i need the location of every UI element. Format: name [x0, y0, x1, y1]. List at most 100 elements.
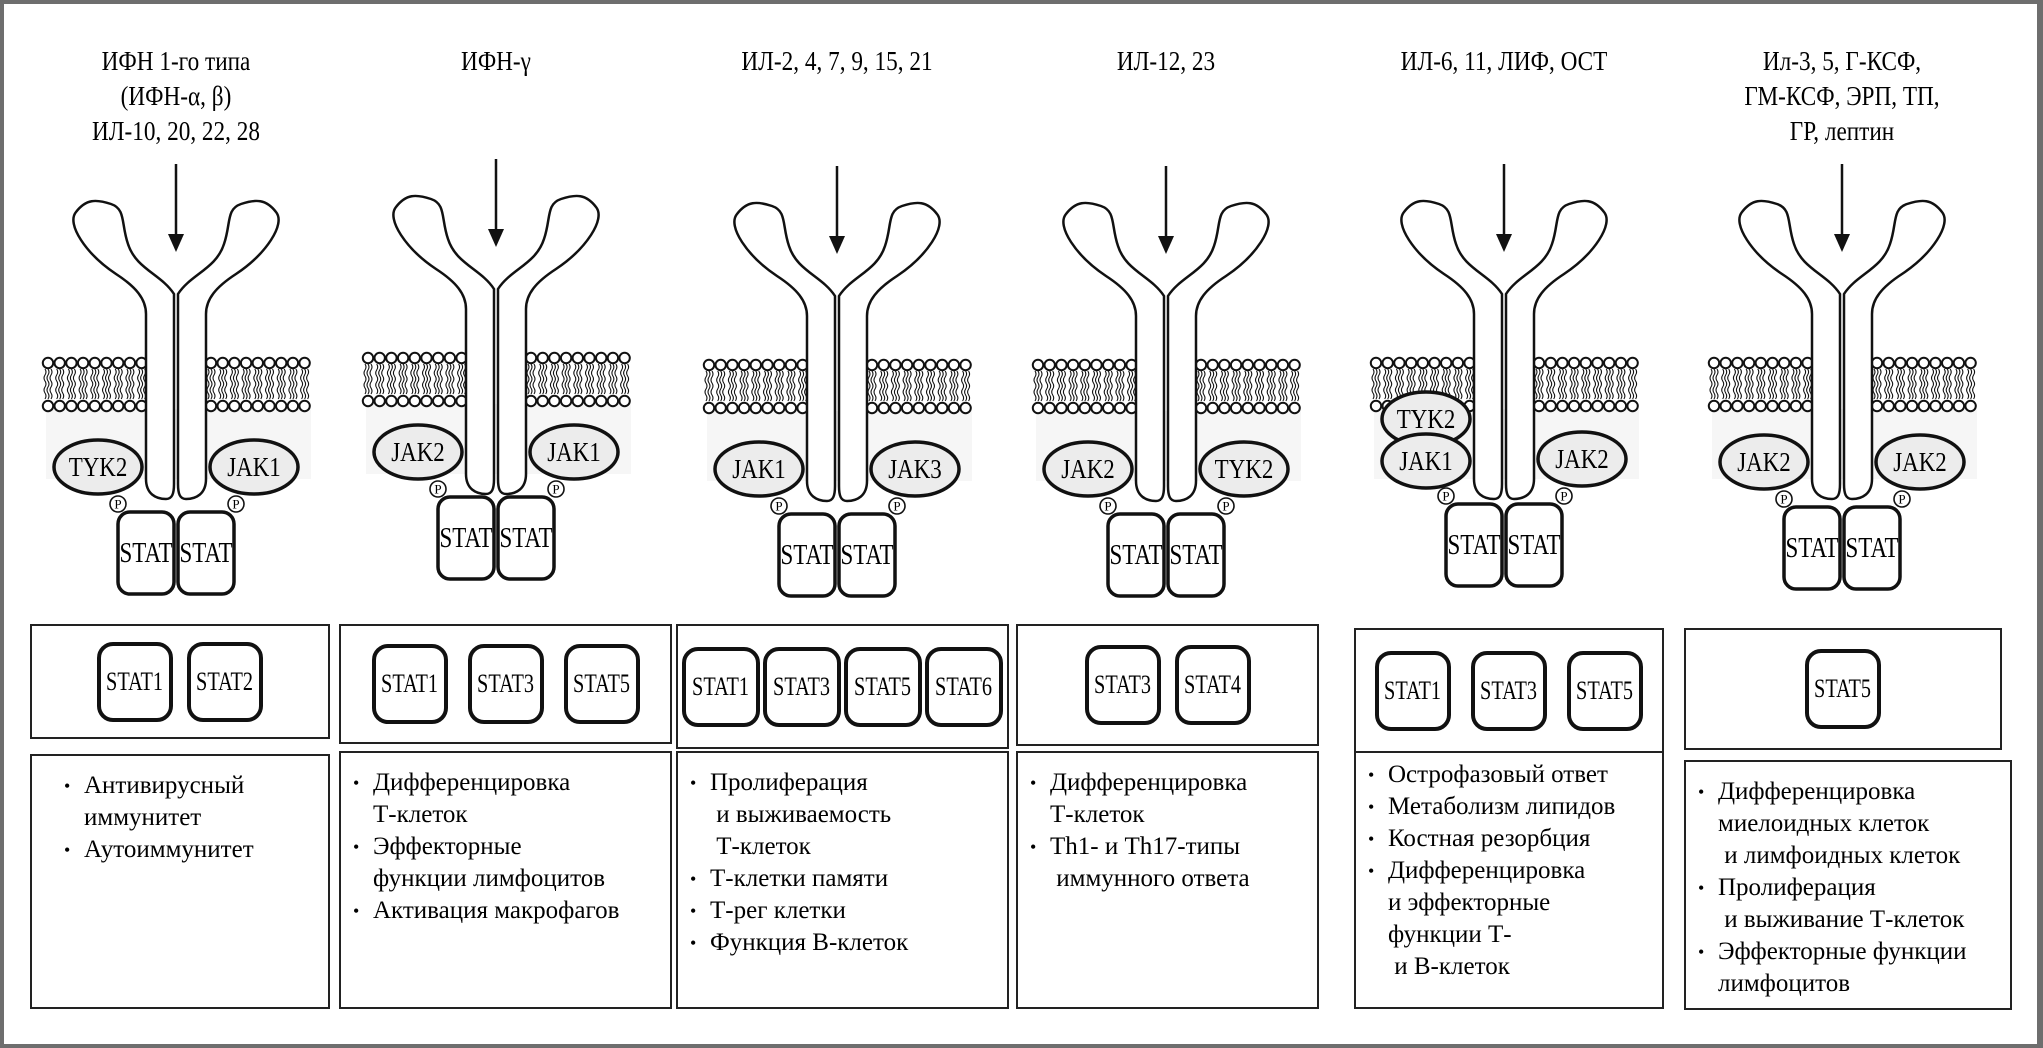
function-text: Дифференцировка — [1718, 778, 1916, 805]
function-text: лимфоцитов — [1718, 970, 1851, 997]
kinase-label: JAK3 — [888, 455, 942, 484]
bullet-icon: • — [690, 901, 697, 921]
receptor-chain-right — [176, 199, 280, 501]
svg-text:P: P — [775, 499, 782, 514]
phosphate-icon: P — [1217, 497, 1235, 515]
phosphate-icon: P — [1775, 490, 1793, 508]
kinase-jak2: JAK2 — [1874, 433, 1966, 491]
function-text: функции лимфоцитов — [373, 865, 606, 892]
function-item: •Функция В-клеток — [682, 927, 1007, 959]
ligand-line: ИЛ-10, 20, 22, 28 — [92, 116, 260, 146]
stat-protein: STAT5 — [1567, 650, 1643, 731]
function-text: Th1- и Th17-типы — [1050, 833, 1241, 860]
function-text: Костная резорбция — [1388, 825, 1591, 852]
stat-protein-label: STAT2 — [196, 666, 254, 696]
svg-text:P: P — [1222, 499, 1229, 514]
receptor-stat-label: STAT — [1169, 539, 1222, 571]
cytokine-receptor — [392, 194, 600, 496]
receptor-chain-right — [837, 201, 941, 503]
bullet-icon: • — [353, 837, 360, 857]
function-text: Пролиферация — [1718, 874, 1876, 901]
bullet-icon: • — [1698, 782, 1705, 802]
diagram-canvas: ИФН 1-го типа(ИФН-α, β)ИЛ-10, 20, 22, 28… — [4, 4, 2037, 1044]
function-list: •Пролиферация и выживаемость Т-клеток•Т-… — [682, 767, 1007, 959]
arrow-icon — [168, 164, 184, 252]
bullet-icon: • — [1368, 765, 1375, 785]
arrow-icon — [1834, 164, 1850, 252]
kinase-label: JAK2 — [1737, 448, 1791, 477]
stat-family-box: STAT5 — [1684, 628, 2002, 750]
ligand-label: ИФН 1-го типа(ИФН-α, β)ИЛ-10, 20, 22, 28 — [13, 44, 340, 149]
ligand-label: ИЛ-2, 4, 7, 9, 15, 21 — [674, 44, 1001, 79]
stat-protein: STAT1 — [1375, 650, 1451, 731]
svg-text:P: P — [1898, 492, 1905, 507]
receptor-chain-left — [733, 201, 837, 503]
stat-protein-label: STAT5 — [854, 671, 912, 701]
function-item: •Пролиферация и выживаемость Т-клеток — [682, 767, 1007, 863]
ligand-label: Ил-3, 5, Г-КСФ,ГМ-КСФ, ЭРП, ТП,ГР, лепти… — [1679, 44, 2006, 149]
function-text: функции Т- — [1388, 921, 1512, 948]
function-text: Т-клетки памяти — [710, 865, 889, 892]
function-text: Дифференцировка — [373, 769, 571, 796]
kinase-jak2: JAK2 — [1718, 433, 1810, 491]
function-text: Острофазовый ответ — [1388, 761, 1608, 788]
svg-text:P: P — [1442, 489, 1449, 504]
kinase-label: TYK2 — [1397, 405, 1456, 434]
function-item: •Т-клетки памяти — [682, 863, 1007, 895]
function-text: Т-клеток — [1050, 801, 1145, 828]
function-item: • Т-рег клетки — [682, 895, 1007, 927]
stat-protein-label: STAT3 — [1094, 670, 1151, 699]
function-text: Эффекторные — [373, 833, 522, 860]
receptor-chain-left — [72, 199, 176, 501]
receptor-stat-label: STAT — [780, 539, 833, 571]
kinase-jak1: JAK1 — [528, 423, 620, 481]
receptor-stat: STAT — [1444, 502, 1504, 588]
function-text: Активация макрофагов — [373, 897, 620, 924]
kinase-jak1: JAK1 — [208, 438, 300, 496]
receptor-chain-left — [1062, 201, 1166, 503]
bullet-icon: • — [1368, 797, 1375, 817]
kinase-label: JAK2 — [391, 438, 445, 467]
kinase-jak2: JAK2 — [1536, 430, 1628, 488]
bullet-icon: • — [1030, 837, 1037, 857]
function-text: Метаболизм липидов — [1388, 793, 1616, 820]
ligand-line: ИФН-γ — [461, 46, 531, 76]
ligand-line: ИЛ-2, 4, 7, 9, 15, 21 — [741, 46, 933, 76]
ligand-line: ИФН 1-го типа — [101, 46, 251, 76]
function-text: и лимфоидных клеток — [1718, 842, 1961, 869]
stat-protein-label: STAT1 — [692, 671, 750, 701]
ligand-line: Ил-3, 5, Г-КСФ, — [1762, 46, 1922, 76]
function-text: Т-рег клетки — [710, 897, 846, 924]
ligand-line: ИЛ-6, 11, ЛИФ, ОСТ — [1400, 46, 1608, 76]
receptor-stat: STAT — [116, 510, 176, 596]
stat-protein-label: STAT1 — [381, 669, 438, 698]
stat-protein: STAT3 — [467, 644, 544, 724]
functions-box: •Острофазовый ответ•Метаболизм липидов•К… — [1354, 751, 1664, 1009]
receptor-stat-label: STAT — [840, 539, 893, 571]
phosphate-icon: P — [1437, 487, 1455, 505]
ligand-label: ИЛ-12, 23 — [1003, 44, 1330, 79]
kinase-label: JAK2 — [1893, 448, 1947, 477]
kinase-label: JAK1 — [227, 453, 281, 482]
phosphate-icon: P — [1893, 490, 1911, 508]
stat-protein-label: STAT5 — [1576, 675, 1634, 705]
svg-text:P: P — [1780, 492, 1787, 507]
bullet-icon: • — [353, 901, 360, 921]
stat-protein: STAT5 — [844, 646, 922, 727]
function-item: • Метаболизм липидов — [1360, 791, 1662, 823]
ligand-line: ГР, лептин — [1789, 116, 1895, 146]
stat-protein: STAT1 — [371, 644, 448, 724]
bullet-icon: • — [64, 776, 71, 796]
arrow-icon — [488, 159, 504, 247]
